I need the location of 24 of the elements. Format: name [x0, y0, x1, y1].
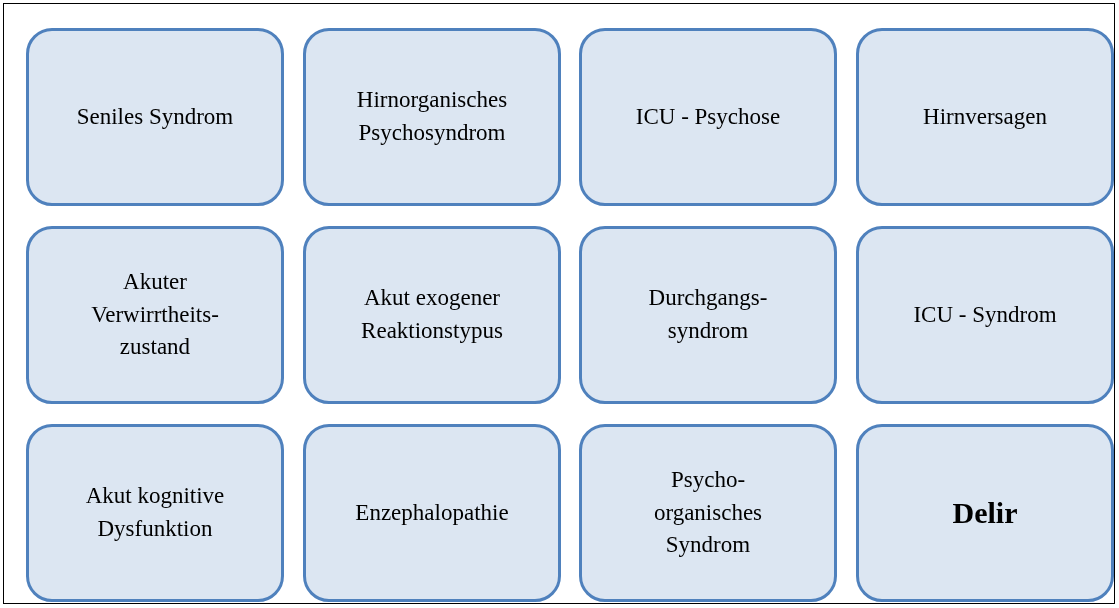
rounded-box [579, 424, 837, 602]
box-label: Durchgangs- syndrom [647, 284, 769, 345]
box-label: Akut exogener Reaktionstypus [360, 284, 504, 345]
box-label: Hirnversagen [923, 102, 1047, 131]
rounded-box [856, 28, 1114, 206]
box-label: Akut kognitive Dysfunktion [84, 482, 226, 543]
box-label: Akuter Verwirrtheits- zustand [90, 268, 220, 362]
box-label: ICU - Psychose [635, 102, 781, 131]
box-label: Enzephalopathie [355, 498, 509, 527]
rounded-box [26, 226, 284, 404]
rounded-box [26, 28, 284, 206]
rounded-box [303, 424, 561, 602]
box-label: Hirnorganisches Psychosyndrom [355, 86, 509, 147]
box-label: ICU - Syndrom [913, 300, 1057, 329]
box-label: Psycho- organisches Syndrom [652, 466, 764, 560]
rounded-box [856, 424, 1114, 602]
rounded-box [579, 226, 837, 404]
rounded-box [579, 28, 837, 206]
rounded-box [303, 226, 561, 404]
box-label: Seniles Syndrom [76, 102, 234, 131]
rounded-box [303, 28, 561, 206]
box-label: Delir [952, 494, 1018, 531]
rounded-box [856, 226, 1114, 404]
rounded-box [26, 424, 284, 602]
